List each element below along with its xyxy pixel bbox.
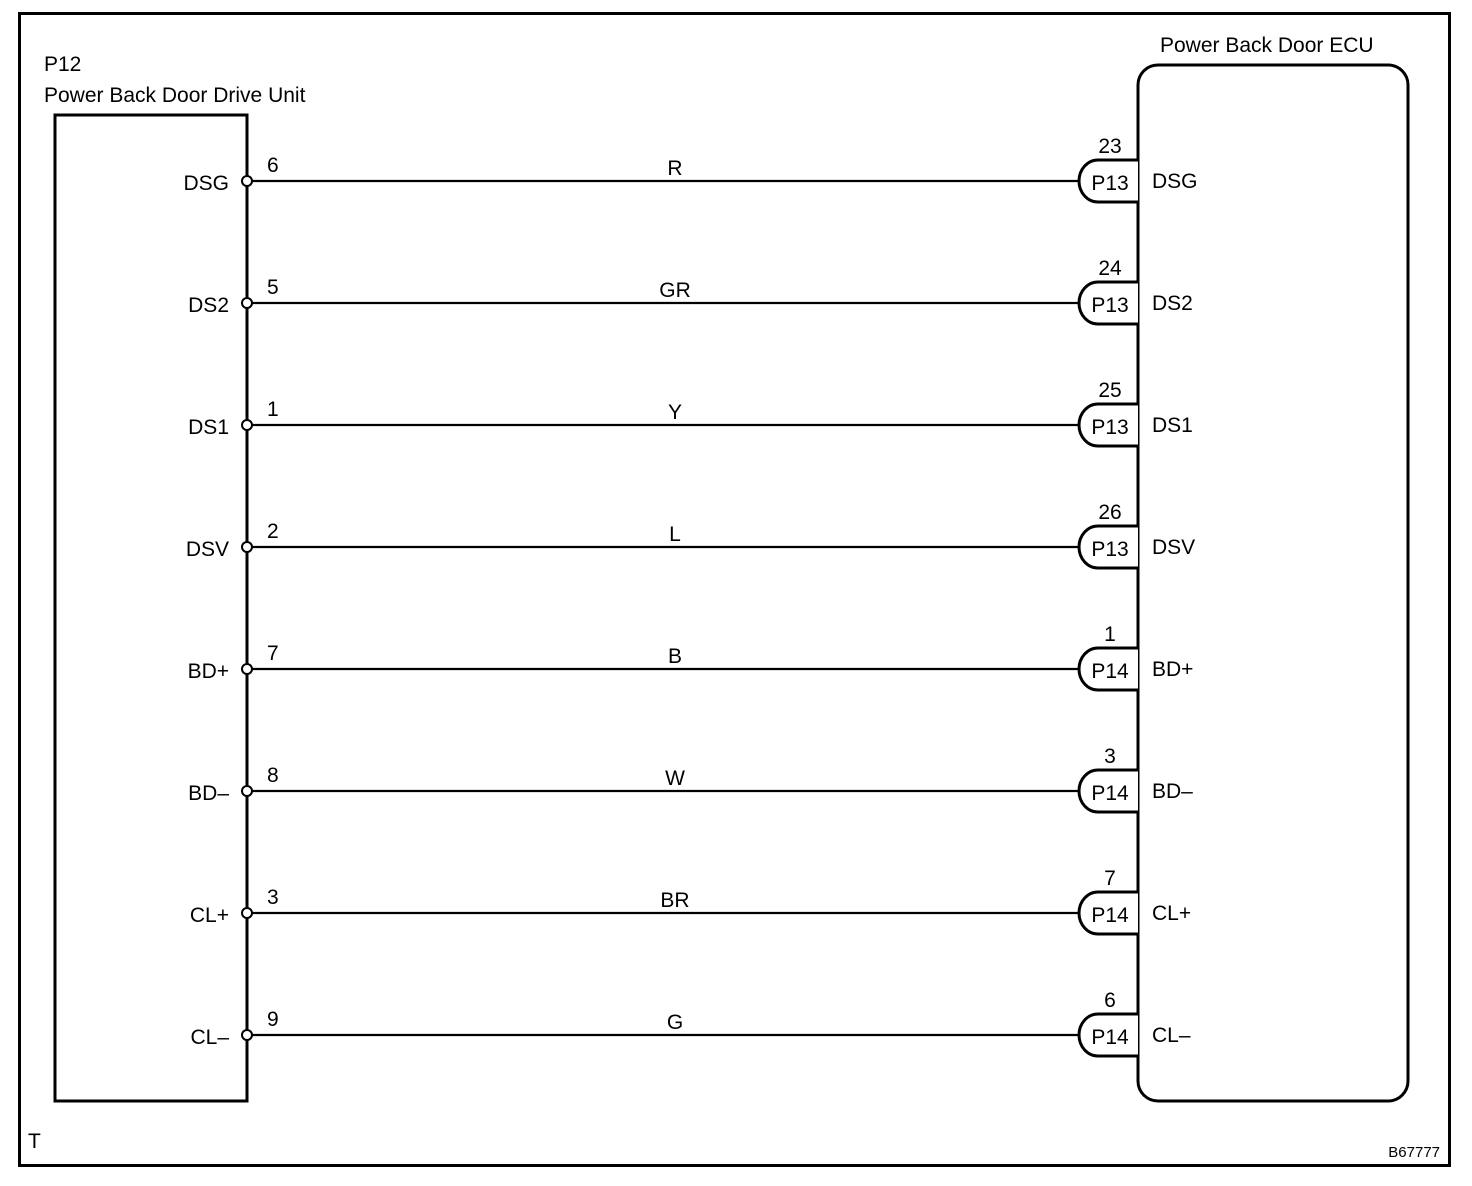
terminal-pin-marker	[241, 175, 253, 187]
terminal-pin-marker	[241, 785, 253, 797]
left-pin-number: 3	[267, 886, 279, 909]
wire-row: CL– 9 G P14 6CL–	[190, 989, 1191, 1058]
diagram-frame	[18, 12, 1451, 1167]
terminal-pin-marker	[241, 907, 253, 919]
right-unit-box	[1136, 63, 1410, 1103]
left-pin-number: 7	[267, 642, 279, 665]
left-pin-number: 2	[267, 520, 279, 543]
wire-color-code: L	[669, 523, 681, 546]
left-pin-number: 6	[267, 154, 279, 177]
wire-color-code: B	[668, 645, 682, 668]
connector-symbol	[1077, 158, 1138, 204]
left-terminal-label: DSV	[186, 538, 229, 561]
connector-id-label: P13	[1091, 294, 1128, 317]
left-connector-id: P12	[44, 53, 81, 76]
left-unit-box	[53, 113, 249, 1103]
connector-symbol	[1077, 768, 1138, 814]
right-unit-name: Power Back Door ECU	[1160, 34, 1374, 57]
terminal-pin-marker	[241, 541, 253, 553]
connector-symbol	[1077, 1012, 1138, 1058]
connector-id-label: P13	[1091, 538, 1128, 561]
wire-color-code: BR	[660, 889, 689, 912]
connector-symbol	[1077, 646, 1138, 692]
wire-color-code: R	[667, 157, 682, 180]
left-terminal-label: BD–	[188, 782, 229, 805]
connector-id-label: P14	[1091, 1026, 1129, 1049]
figure-code: B67777	[1388, 1144, 1440, 1161]
right-terminal-label: DSV	[1152, 536, 1195, 559]
right-pin-number: 23	[1098, 135, 1121, 158]
right-pin-number: 1	[1104, 623, 1116, 646]
left-terminal-label: DS1	[188, 416, 229, 439]
right-terminal-label: CL–	[1152, 1024, 1191, 1047]
left-pin-number: 8	[267, 764, 279, 787]
left-unit-name: Power Back Door Drive Unit	[44, 84, 306, 107]
left-pin-number: 9	[267, 1008, 279, 1031]
wire-color-code: GR	[659, 279, 691, 302]
connector-id-label: P14	[1091, 782, 1129, 805]
right-pin-number: 6	[1104, 989, 1116, 1012]
connector-symbol	[1077, 524, 1138, 570]
connector-id-label: P14	[1091, 660, 1129, 683]
wire-row: BD+ 7 B P14 1BD+	[188, 623, 1193, 692]
wire-row: BD– 8 W P14 3BD–	[188, 745, 1193, 814]
terminal-pin-marker	[241, 1029, 253, 1041]
left-terminal-label: BD+	[188, 660, 229, 683]
connector-id-label: P13	[1091, 416, 1128, 439]
right-pin-number: 26	[1098, 501, 1121, 524]
left-terminal-label: DSG	[183, 172, 229, 195]
connector-symbol	[1077, 402, 1138, 448]
wire-color-code: W	[665, 767, 685, 790]
right-terminal-label: BD+	[1152, 658, 1193, 681]
right-terminal-label: BD–	[1152, 780, 1193, 803]
left-pin-number: 1	[267, 398, 279, 421]
right-terminal-label: DSG	[1152, 170, 1198, 193]
terminal-pin-marker	[241, 297, 253, 309]
right-terminal-label: DS1	[1152, 414, 1193, 437]
wire-color-code: Y	[668, 401, 682, 424]
right-terminal-label: CL+	[1152, 902, 1191, 925]
right-pin-number: 24	[1098, 257, 1122, 280]
connector-symbol	[1077, 280, 1138, 326]
wire-row: CL+ 3 BR P14 7CL+	[190, 867, 1191, 936]
wire-color-code: G	[667, 1011, 683, 1034]
corner-mark: T	[28, 1130, 41, 1153]
right-terminal-label: DS2	[1152, 292, 1193, 315]
left-terminal-label: CL+	[190, 904, 229, 927]
right-pin-number: 25	[1098, 379, 1121, 402]
left-pin-number: 5	[267, 276, 279, 299]
terminal-pin-marker	[241, 663, 253, 675]
terminal-pin-marker	[241, 419, 253, 431]
connector-symbol	[1077, 890, 1138, 936]
connector-id-label: P14	[1091, 904, 1129, 927]
connector-id-label: P13	[1091, 172, 1128, 195]
right-pin-number: 3	[1104, 745, 1116, 768]
left-terminal-label: CL–	[190, 1026, 229, 1049]
right-pin-number: 7	[1104, 867, 1116, 890]
left-terminal-label: DS2	[188, 294, 229, 317]
